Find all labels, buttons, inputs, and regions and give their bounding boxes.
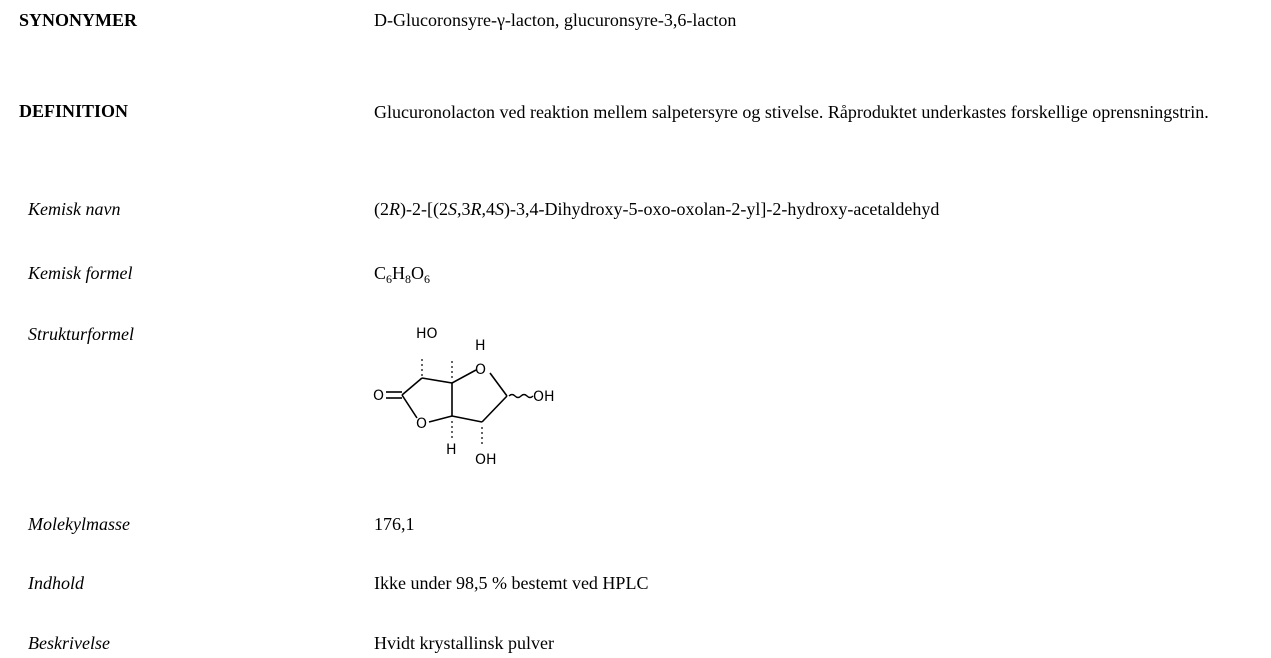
kemisk-formel-value: C6H8O6 xyxy=(374,263,431,286)
kemisk-navn-label: Kemisk navn xyxy=(28,199,121,219)
strukturformel-label: Strukturformel xyxy=(28,324,134,344)
kemisk-navn-part: (2 xyxy=(374,199,389,219)
kemisk-navn-part: ,4 xyxy=(481,199,495,219)
definition-value: Glucuronolacton ved reaktion mellem salp… xyxy=(374,102,1209,122)
synonymer-label: SYNONYMER xyxy=(19,10,138,30)
beskrivelse-value: Hvidt krystallinsk pulver xyxy=(374,633,554,653)
molekylmasse-value: 176,1 xyxy=(374,514,415,534)
atom-label: HO xyxy=(416,326,438,342)
indhold-value: Ikke under 98,5 % bestemt ved HPLC xyxy=(374,573,649,593)
wavy-bond xyxy=(508,393,534,399)
kemisk-navn-stereo: S xyxy=(494,199,504,219)
beskrivelse-label: Beskrivelse xyxy=(28,633,110,653)
kemisk-navn-stereo: R xyxy=(389,199,400,219)
atom-label: O xyxy=(373,388,384,404)
atom-label: OH xyxy=(533,389,555,405)
synonymer-value: D-Glucoronsyre-γ-lacton, glucuronsyre-3,… xyxy=(374,10,737,30)
hashed-wedge-bonds xyxy=(421,359,483,444)
kemisk-navn-stereo: R xyxy=(470,199,482,219)
formula-subscript: 6 xyxy=(386,272,393,286)
indhold-label: Indhold xyxy=(28,573,84,593)
formula-element: H xyxy=(392,263,406,283)
formula-element: C xyxy=(374,263,387,283)
molekylmasse-label: Molekylmasse xyxy=(28,514,130,534)
atom-label: O xyxy=(475,362,486,378)
formula-subscript: 8 xyxy=(405,272,412,286)
atom-label: H xyxy=(446,442,457,458)
formula-subscript: 6 xyxy=(424,272,431,286)
formula-element: O xyxy=(411,263,425,283)
definition-label: DEFINITION xyxy=(19,101,129,121)
structural-formula-diagram: HO H O O OH O H OH xyxy=(373,326,555,468)
kemisk-navn-value: (2R)-2-[(2S,3R,4S)-3,4-Dihydroxy-5-oxo-o… xyxy=(374,199,939,220)
kemisk-navn-part: )-3,4-Dihydroxy-5-oxo-oxolan-2-yl]-2-hyd… xyxy=(503,199,940,219)
atom-label: H xyxy=(475,338,486,354)
atom-label: OH xyxy=(475,452,497,468)
kemisk-formel-label: Kemisk formel xyxy=(28,263,133,283)
kemisk-navn-stereo: S xyxy=(447,199,457,219)
atom-label: O xyxy=(416,416,427,432)
kemisk-navn-part: )-2-[(2 xyxy=(400,199,448,219)
kemisk-navn-part: ,3 xyxy=(456,199,471,219)
